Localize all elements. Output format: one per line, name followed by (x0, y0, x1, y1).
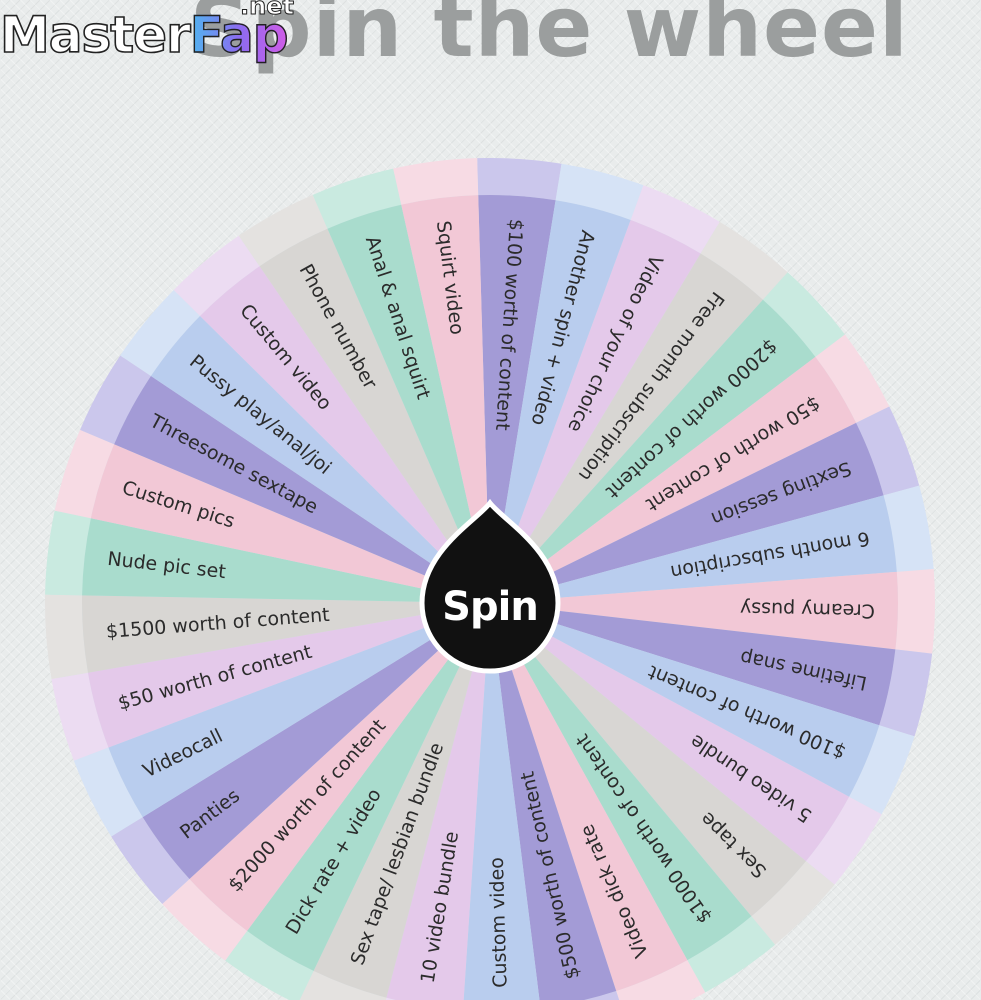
wheel-segment (82, 518, 491, 603)
wheel-segment (82, 595, 490, 673)
wheel-segment (386, 603, 490, 1000)
wheel-rim-segment (856, 406, 920, 496)
wheel-rim-segment (80, 355, 151, 445)
wheel-segment (87, 603, 490, 748)
wheel-rim-segment (111, 817, 190, 905)
wheel-segment (108, 603, 490, 818)
wheel-segment (490, 495, 897, 603)
wheel-rim-segment (225, 930, 314, 1000)
wheel-segment (150, 315, 490, 603)
wheel-segments (82, 195, 899, 1000)
wheel-rim-segment (555, 163, 644, 221)
wheel-rim-segment (299, 970, 387, 1000)
wheel-rim-segment (616, 960, 706, 1000)
site-logo: MasterFap .net (0, 0, 294, 65)
logo-text-primary: Master (0, 5, 192, 65)
wheel-segment (490, 253, 763, 603)
wheel-segment (401, 195, 490, 603)
wheel-rim-segment (687, 916, 776, 993)
wheel-segment (247, 603, 490, 971)
wheel-segment (490, 603, 752, 961)
wheel-segment (490, 603, 896, 726)
wheel-rim-segment (45, 510, 91, 596)
wheel-rim-segment (849, 725, 915, 815)
wheel-rim-segment (73, 747, 143, 837)
wheel-rim-segment (895, 569, 935, 654)
wheel-segment (490, 603, 806, 917)
wheel-segment (490, 422, 884, 603)
wheel-segment (490, 603, 850, 862)
wheel-segment (142, 603, 490, 879)
wheel-segment (313, 603, 490, 998)
wheel-rim-segment (173, 235, 260, 316)
wheel-rim-segment (393, 158, 479, 205)
wheel-rim-segment (630, 185, 720, 254)
wheel-segment (200, 266, 490, 603)
wheel-rim-segment (312, 168, 402, 229)
wheel-rim-segment (805, 796, 882, 885)
wheel-segment (327, 204, 490, 603)
wheel-rim-segment (120, 289, 201, 377)
wheel-segment (90, 444, 490, 603)
wheel-rim-segment (238, 194, 328, 267)
wheel-segment (478, 195, 556, 604)
wheel-segment (490, 603, 880, 797)
wheel-rim-segment (51, 672, 109, 761)
wheel-segment (259, 228, 490, 603)
wheel-rim-segment (879, 649, 933, 737)
wheel-segment (490, 356, 857, 603)
wheel-rim-segment (751, 861, 835, 945)
wheel-rim-segment (54, 429, 115, 519)
wheel-rim-segment (700, 221, 788, 300)
wheel-segment-label: Custom video (486, 857, 512, 988)
wheel-rim-segment (385, 997, 397, 1000)
page-title: Spin the wheel (190, 0, 909, 76)
spin-button-label[interactable]: Spin (442, 584, 539, 630)
wheel-rim-segment (162, 878, 248, 961)
wheel-segment (490, 220, 701, 604)
wheel-segment (490, 571, 899, 650)
wheel-rim-segment (815, 334, 890, 423)
wheel-rim-segment (883, 485, 934, 572)
wheel-segment (114, 376, 491, 603)
wheel-rim-segment (762, 272, 845, 357)
wheel-segment-label: Creamy pussy (740, 597, 875, 622)
wheel-segment (490, 299, 816, 603)
logo-text-accent: Fap (189, 5, 289, 64)
wheel-segment (490, 200, 631, 604)
wheel-segment (490, 603, 688, 991)
wheel-segment (189, 603, 490, 931)
wheel-rim-segment (477, 158, 562, 201)
wheel-segment (490, 603, 617, 1000)
spin-button[interactable]: Spin (419, 498, 561, 674)
spin-button-shape[interactable] (419, 498, 561, 674)
wheel-rim-segment (583, 990, 620, 1000)
wheel-rim-segments (44, 158, 935, 1000)
wheel-segment (463, 603, 540, 1000)
logo-tld: .net (240, 0, 295, 21)
wheel-rim-segment (44, 594, 88, 680)
